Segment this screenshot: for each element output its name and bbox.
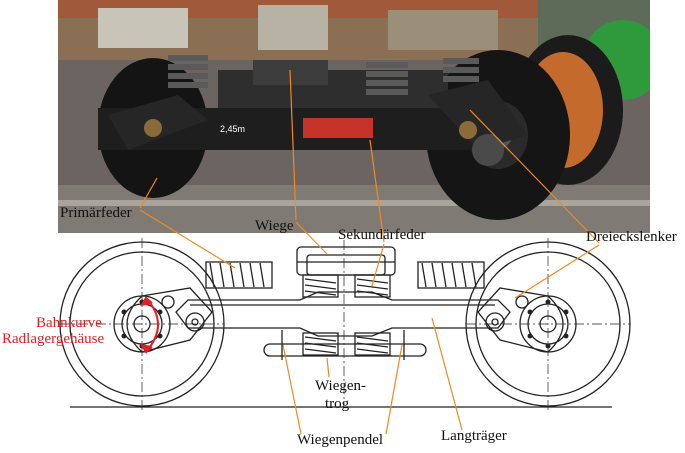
langtraeger-frame xyxy=(175,291,511,337)
label-wiegentrog-line2: trog xyxy=(325,396,350,412)
photo-frame-text: 2,45m xyxy=(220,124,245,134)
sekundaerfeder-springs xyxy=(302,274,391,356)
label-radlagergehaeuse: Radlagergehäuse xyxy=(2,331,105,347)
bahnkurve-curve xyxy=(145,297,159,353)
primaerfeder-springs xyxy=(205,261,485,289)
bogie-photo: 2,45m xyxy=(58,0,650,233)
wiegentrog xyxy=(263,343,427,357)
label-wiegentrog-line1: Wiegen- xyxy=(315,378,367,394)
dreieckslenker-right xyxy=(477,287,564,353)
label-wiegenpendel: Wiegenpendel xyxy=(297,432,384,448)
label-sekundaerfeder: Sekundärfeder xyxy=(338,227,426,243)
dreieckslenker-left xyxy=(126,287,213,353)
label-wiege: Wiege xyxy=(255,218,294,234)
leader-lines xyxy=(139,69,600,435)
label-langtraeger: Langträger xyxy=(441,428,507,444)
label-primaerfeder: Primärfeder xyxy=(60,205,132,221)
label-dreieckslenker: Dreieckslenker xyxy=(586,229,677,245)
wiege-bolster xyxy=(296,246,396,276)
label-bahnkurve: Bahnkurve xyxy=(36,315,102,331)
